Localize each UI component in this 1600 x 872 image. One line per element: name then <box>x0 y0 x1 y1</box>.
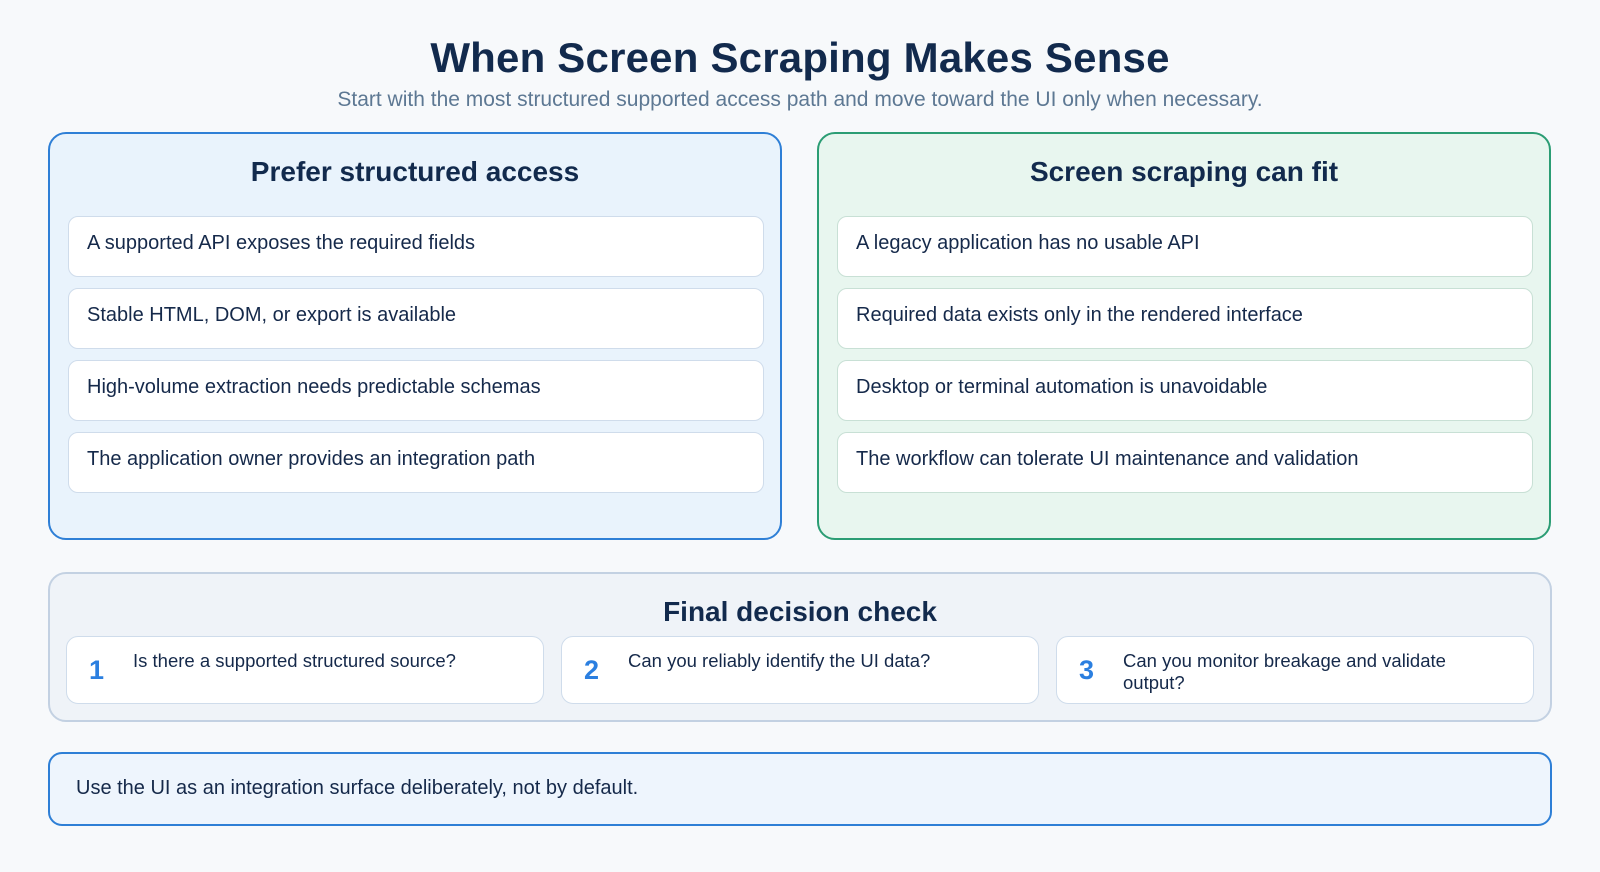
decision-check-card: 3 Can you monitor breakage and validate … <box>1056 636 1534 704</box>
decision-check-card: 1 Is there a supported structured source… <box>66 636 544 704</box>
check-question: Is there a supported structured source? <box>133 650 456 671</box>
screen-scraping-list: A legacy application has no usable API R… <box>837 216 1533 504</box>
check-question: Can you reliably identify the UI data? <box>628 650 931 671</box>
structured-access-item: The application owner provides an integr… <box>68 432 764 493</box>
check-number: 2 <box>584 655 600 685</box>
check-number: 1 <box>89 655 105 685</box>
page-subtitle: Start with the most structured supported… <box>337 88 1263 111</box>
screen-scraping-item: The workflow can tolerate UI maintenance… <box>837 432 1533 493</box>
decision-check-card: 2 Can you reliably identify the UI data? <box>561 636 1039 704</box>
structured-access-heading: Prefer structured access <box>250 156 580 187</box>
decision-check-panel: Final decision check 1 Is there a suppor… <box>48 572 1552 722</box>
screen-scraping-item: Desktop or terminal automation is unavoi… <box>837 360 1533 421</box>
structured-access-item: High-volume extraction needs predictable… <box>68 360 764 421</box>
structured-access-panel: Prefer structured access A supported API… <box>48 132 782 540</box>
structured-access-item: A supported API exposes the required fie… <box>68 216 764 277</box>
screen-scraping-item: A legacy application has no usable API <box>837 216 1533 277</box>
structured-access-item: Stable HTML, DOM, or export is available <box>68 288 764 349</box>
structured-access-list: A supported API exposes the required fie… <box>68 216 764 504</box>
screen-scraping-heading: Screen scraping can fit <box>1029 156 1339 187</box>
screen-scraping-panel: Screen scraping can fit A legacy applica… <box>817 132 1551 540</box>
takeaway-text: Use the UI as an integration surface del… <box>76 777 639 799</box>
takeaway-callout: Use the UI as an integration surface del… <box>48 752 1552 826</box>
screen-scraping-item: Required data exists only in the rendere… <box>837 288 1533 349</box>
page-title: When Screen Scraping Makes Sense <box>430 34 1170 81</box>
check-number: 3 <box>1079 655 1095 685</box>
check-question: Can you monitor breakage and validate ou… <box>1123 650 1446 693</box>
decision-check-heading: Final decision check <box>663 596 937 627</box>
